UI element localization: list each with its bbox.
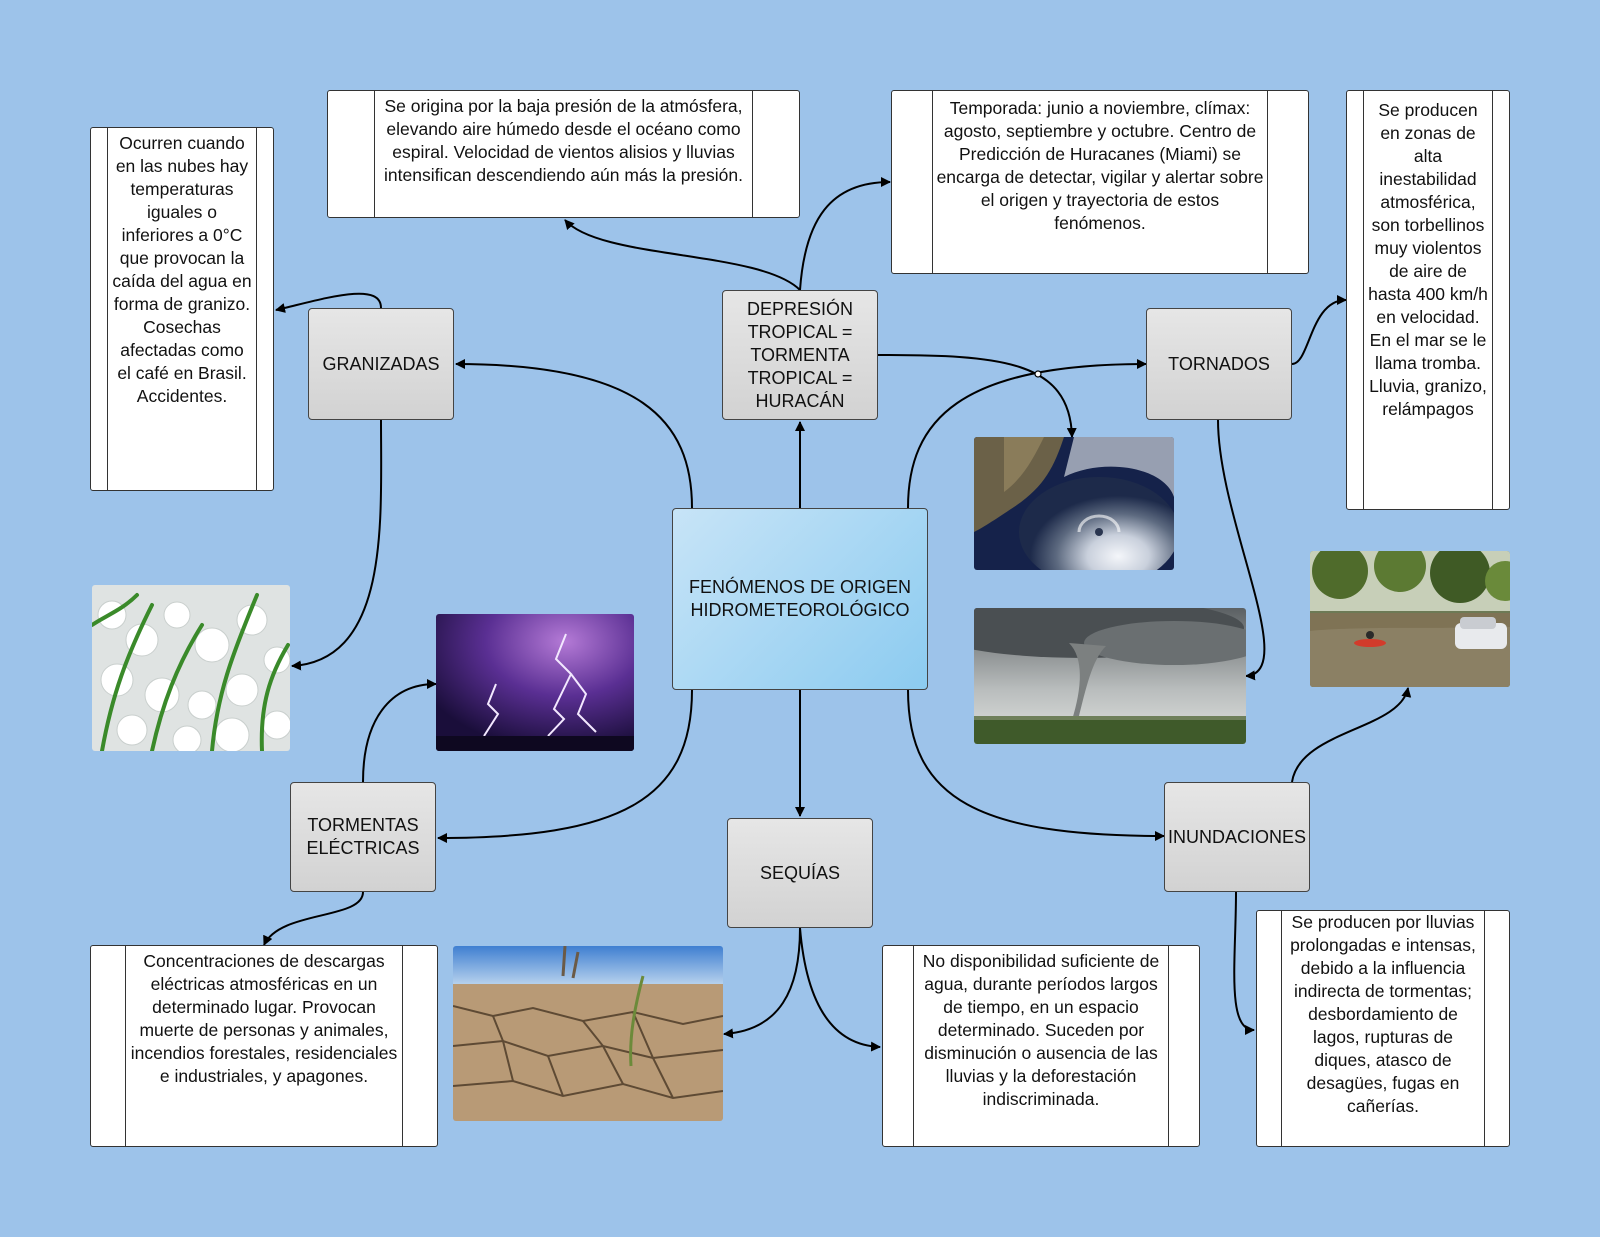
note-inundaciones-text: Se producen por lluvias prolongadas e in… (1290, 912, 1476, 1116)
concept-tornados-label: TORNADOS (1168, 353, 1270, 374)
link-tormentas-lightning (362, 679, 437, 783)
link-inundaciones-note (1233, 891, 1255, 1035)
note-tornados-text: Se producen en zonas de alta inestabilid… (1368, 100, 1488, 419)
link-tornados-note (1291, 295, 1347, 365)
link-tormentas-note (263, 891, 364, 946)
note-tornados: Se producen en zonas de alta inestabilid… (1346, 90, 1510, 510)
note-sequias: No disponibilidad suficiente de agua, du… (882, 945, 1200, 1147)
note-inundaciones: Se producen por lluvias prolongadas e in… (1256, 910, 1510, 1147)
link-tornados-tornado (1217, 419, 1266, 681)
link-inundaciones-flood (1291, 687, 1412, 783)
note-origen-huracan: Se origina por la baja presión de la atm… (327, 90, 800, 218)
concept-depresion-tropical[interactable]: DEPRESIÓN TROPICAL = TORMENTA TROPICAL =… (722, 290, 878, 420)
note-tormentas-text: Concentraciones de descargas eléctricas … (130, 951, 398, 1086)
concept-tornados[interactable]: TORNADOS (1146, 308, 1292, 420)
concept-sequias[interactable]: SEQUÍAS (727, 818, 873, 928)
note-granizo-text: Ocurren cuando en las nubes hay temperat… (112, 133, 252, 406)
concept-inundaciones[interactable]: INUNDACIONES (1164, 782, 1310, 892)
flood-image (1310, 551, 1510, 687)
hail-image (92, 585, 290, 751)
link-central-tornados (907, 359, 1147, 509)
link-sequias-note (799, 927, 881, 1052)
concept-depresion-label: DEPRESIÓN TROPICAL = TORMENTA TROPICAL =… (746, 298, 854, 411)
concept-tormentas-label: TORMENTAS ELÉCTRICAS (306, 815, 420, 858)
concept-granizadas[interactable]: GRANIZADAS (308, 308, 454, 420)
link-depresion-origen (564, 219, 801, 291)
lightning-image (436, 614, 634, 751)
link-central-inundaciones (907, 689, 1165, 841)
concept-sequias-label: SEQUÍAS (759, 862, 841, 883)
note-temporada-text: Temporada: junio a noviembre, clímax: ag… (936, 98, 1264, 233)
concept-inundaciones-label: INUNDACIONES (1168, 826, 1307, 847)
tornado-image (974, 608, 1246, 744)
concept-granizadas-label: GRANIZADAS (322, 353, 440, 374)
link-sequias-drought (723, 927, 801, 1039)
drought-image (453, 946, 723, 1121)
link-granizadas-hail (291, 419, 383, 671)
note-temporada: Temporada: junio a noviembre, clímax: ag… (891, 90, 1309, 274)
link-depresion-hurricane (877, 354, 1077, 438)
central-topic[interactable]: FENÓMENOS DE ORIGEN HIDROMETEOROLÓGICO (672, 508, 928, 690)
link-granizadas-note (275, 292, 382, 313)
central-topic-label: FENÓMENOS DE ORIGEN HIDROMETEOROLÓGICO (688, 577, 912, 620)
concept-tormentas-electricas[interactable]: TORMENTAS ELÉCTRICAS (290, 782, 436, 892)
note-sequias-text: No disponibilidad suficiente de agua, du… (922, 951, 1160, 1109)
link-depresion-temporada (799, 177, 891, 291)
hurricane-satellite-image (974, 437, 1174, 570)
note-granizo: Ocurren cuando en las nubes hay temperat… (90, 127, 274, 491)
link-central-tormentas (437, 689, 693, 843)
link-central-granizadas (455, 359, 693, 509)
note-tormentas: Concentraciones de descargas eléctricas … (90, 945, 438, 1147)
note-origen-huracan-text: Se origina por la baja presión de la atm… (384, 96, 743, 185)
